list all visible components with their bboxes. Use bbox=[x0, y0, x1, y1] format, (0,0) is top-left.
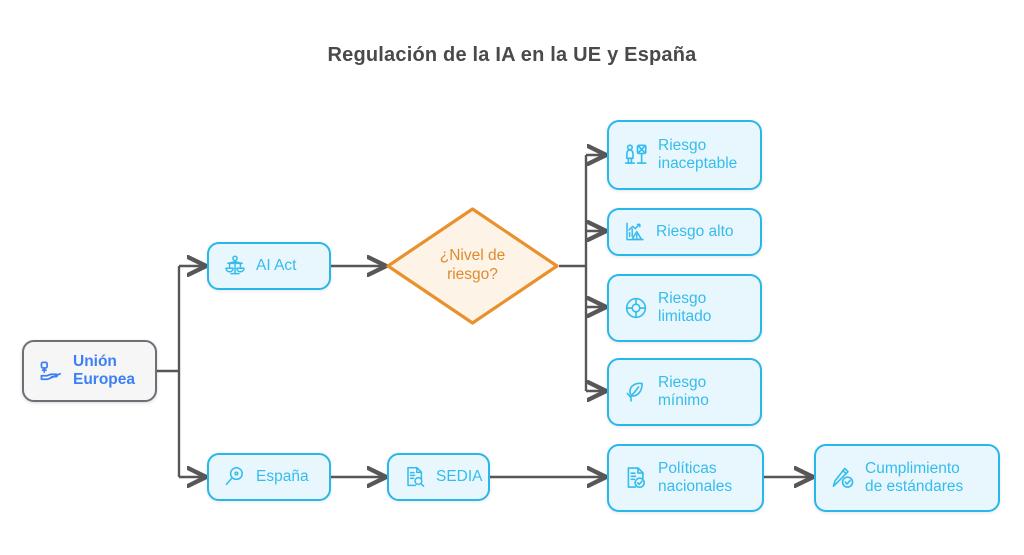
node-label: Riesgo inaceptable bbox=[658, 136, 738, 172]
person-prohibited-icon bbox=[623, 142, 649, 168]
document-search-icon bbox=[403, 465, 427, 489]
node-union-europea[interactable]: Unión Europea bbox=[22, 340, 157, 402]
node-ai-act[interactable]: AI Act bbox=[207, 242, 331, 290]
hand-hold-icon bbox=[38, 358, 64, 384]
node-cumplimiento-de-estandares[interactable]: Cumplimiento de estándares bbox=[814, 444, 1000, 512]
node-riesgo-inaceptable[interactable]: Riesgo inaceptable bbox=[607, 120, 762, 190]
node-label: España bbox=[256, 467, 309, 485]
scales-justice-icon bbox=[223, 254, 247, 278]
node-label: Políticas nacionales bbox=[658, 459, 733, 495]
node-label: Cumplimiento de estándares bbox=[865, 459, 964, 495]
node-label: Riesgo alto bbox=[656, 222, 734, 240]
node-riesgo-alto[interactable]: Riesgo alto bbox=[607, 208, 762, 256]
page-title: Regulación de la IA en la UE y España bbox=[327, 44, 697, 66]
node-label: ¿Nivel de riesgo? bbox=[439, 247, 506, 283]
node-riesgo-minimo[interactable]: Riesgo mínimo bbox=[607, 358, 762, 426]
node-label: Unión Europea bbox=[73, 352, 136, 388]
pen-check-icon bbox=[830, 465, 856, 491]
node-riesgo-limitado[interactable]: Riesgo limitado bbox=[607, 274, 762, 342]
magnifier-icon bbox=[223, 465, 247, 489]
node-label: Riesgo limitado bbox=[658, 289, 712, 325]
chart-warning-icon bbox=[623, 220, 647, 244]
node-label: SEDIA bbox=[436, 467, 483, 485]
node-politicas-nacionales[interactable]: Políticas nacionales bbox=[607, 444, 764, 512]
node-label: Riesgo mínimo bbox=[658, 373, 709, 409]
leaf-check-icon bbox=[623, 379, 649, 405]
node-sedia[interactable]: SEDIA bbox=[387, 453, 490, 501]
diamond-shape bbox=[386, 207, 559, 325]
node-label: AI Act bbox=[256, 256, 297, 274]
node-decision-nivel-de-riesgo[interactable]: ¿Nivel de riesgo? bbox=[385, 206, 560, 326]
lifebuoy-icon bbox=[623, 295, 649, 321]
node-espana[interactable]: España bbox=[207, 453, 331, 501]
document-check-icon bbox=[623, 465, 649, 491]
